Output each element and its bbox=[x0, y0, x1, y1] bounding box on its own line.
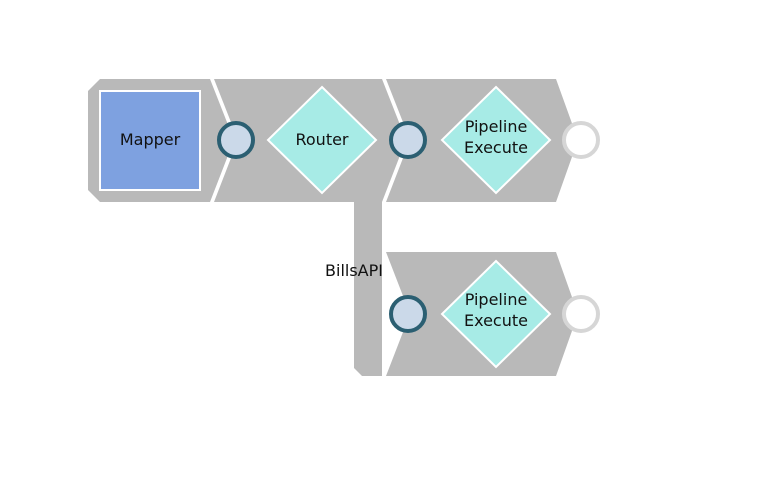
router-snap-icon[interactable] bbox=[266, 85, 378, 195]
branch-connector bbox=[354, 200, 382, 376]
router-snap-label: Router bbox=[295, 130, 348, 149]
pipeline-execute-2-snap-icon[interactable] bbox=[440, 259, 552, 369]
pipeline-execute-2-open-output-port[interactable] bbox=[562, 295, 600, 333]
router-branch-output-port[interactable] bbox=[389, 295, 427, 333]
mapper-snap-label: Mapper bbox=[120, 130, 181, 149]
pipeline-execute-1-open-output-port[interactable] bbox=[562, 121, 600, 159]
mapper-output-port[interactable] bbox=[217, 121, 255, 159]
route-label-billsapi: BillsAPI bbox=[325, 261, 383, 280]
pipeline-execute-2-label-line1: Pipeline bbox=[465, 290, 528, 309]
mapper-snap-icon[interactable] bbox=[99, 90, 201, 191]
pipeline-execute-1-snap-icon[interactable] bbox=[440, 85, 552, 195]
pipeline-execute-2-label-line2: Execute bbox=[464, 311, 528, 330]
pipeline-execute-1-label-line2: Execute bbox=[464, 138, 528, 157]
router-output-port[interactable] bbox=[389, 121, 427, 159]
pipeline-execute-1-label-line1: Pipeline bbox=[465, 117, 528, 136]
